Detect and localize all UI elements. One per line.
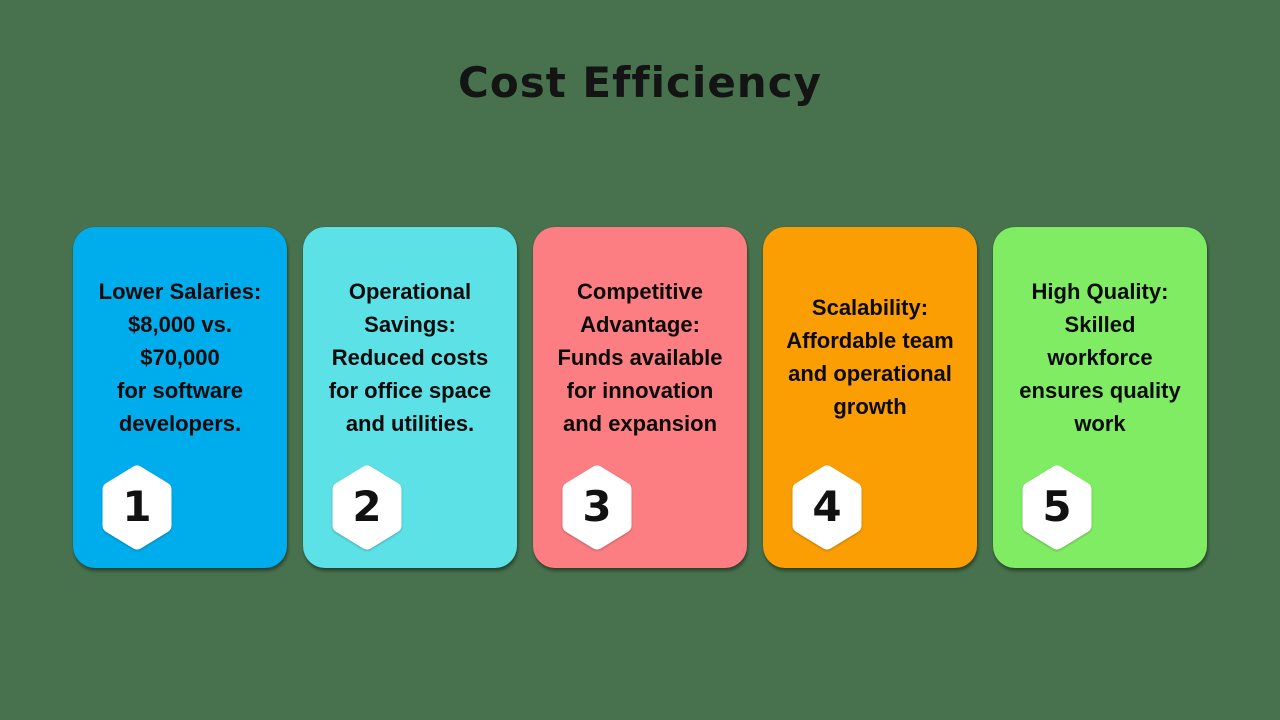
card-number: 1 <box>122 482 152 531</box>
hexagon-badge: 4 <box>791 465 863 550</box>
page-title: Cost Efficiency <box>458 58 822 107</box>
hexagon-badge: 3 <box>561 465 633 550</box>
hexagon-icon <box>562 465 632 550</box>
card-operational-savings: Operational Savings: Reduced costs for o… <box>303 227 517 568</box>
card-high-quality: High Quality: Skilled workforce ensures … <box>993 227 1207 568</box>
hexagon-icon <box>102 465 172 550</box>
card-text: High Quality: Skilled workforce ensures … <box>1019 278 1181 436</box>
hexagon-badge: 5 <box>1021 465 1093 550</box>
card-number: 2 <box>352 482 382 531</box>
card-text: Competitive Advantage: Funds available f… <box>557 278 723 436</box>
hexagon-icon <box>792 465 862 550</box>
hexagon-icon <box>1022 465 1092 550</box>
card-text: Scalability: Affordable team and operati… <box>786 295 954 419</box>
cards-row: Lower Salaries: $8,000 vs. $70,000 for s… <box>0 227 1280 568</box>
hexagon-badge: 1 <box>101 465 173 550</box>
card-scalability: Scalability: Affordable team and operati… <box>763 227 977 568</box>
card-text: Operational Savings: Reduced costs for o… <box>328 278 492 436</box>
card-competitive-advantage: Competitive Advantage: Funds available f… <box>533 227 747 568</box>
card-number: 3 <box>582 482 612 531</box>
card-number: 4 <box>812 482 842 531</box>
hexagon-icon <box>332 465 402 550</box>
card-text: Lower Salaries: $8,000 vs. $70,000 for s… <box>98 278 262 436</box>
card-lower-salaries: Lower Salaries: $8,000 vs. $70,000 for s… <box>73 227 287 568</box>
card-number: 5 <box>1042 482 1072 531</box>
hexagon-badge: 2 <box>331 465 403 550</box>
